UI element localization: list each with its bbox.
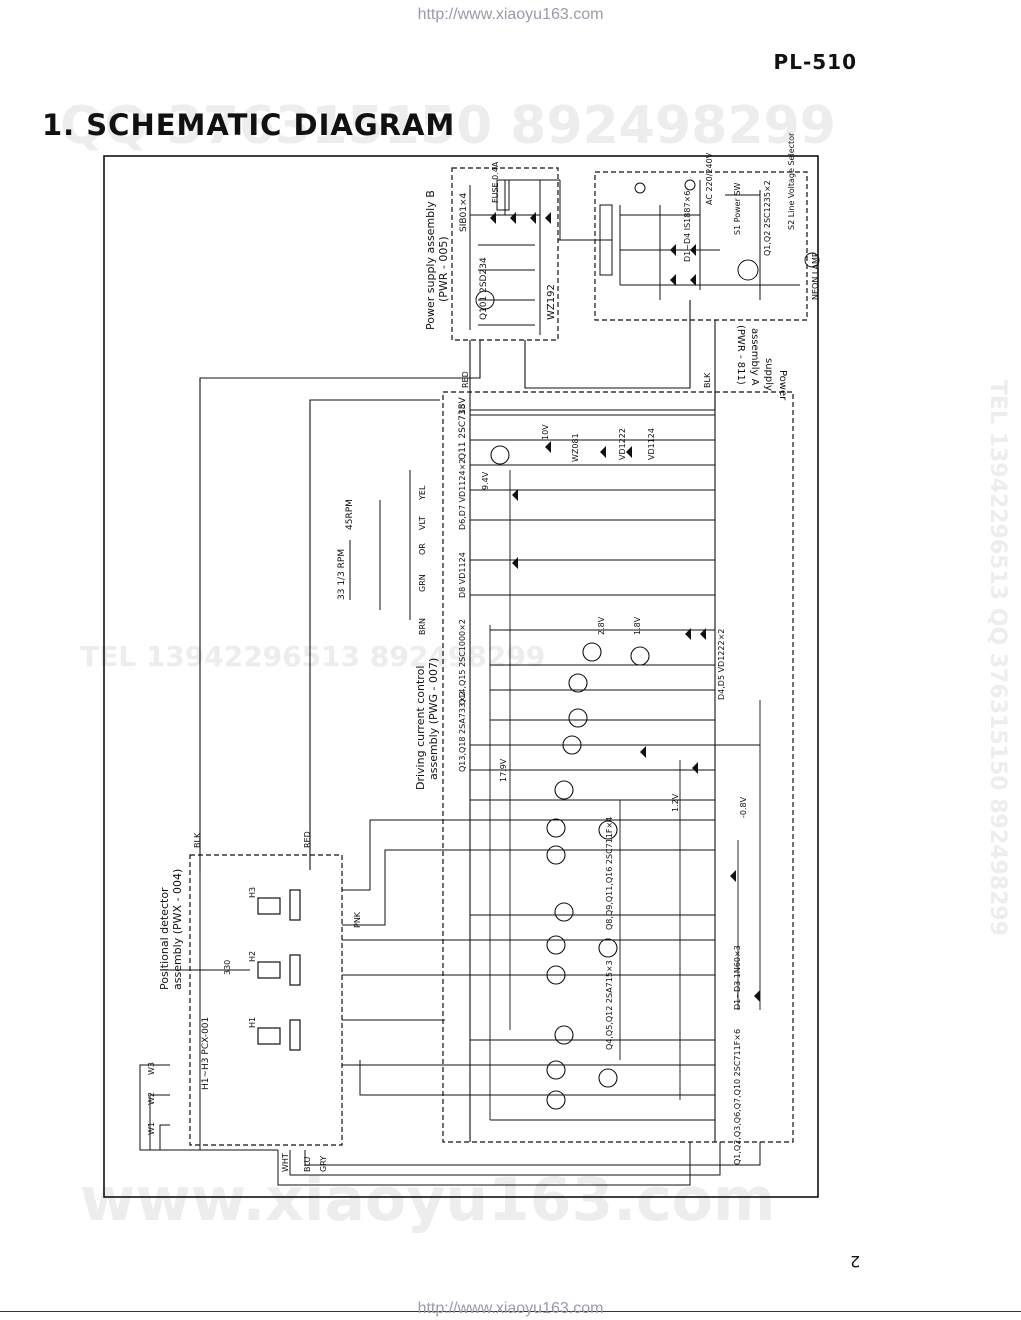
power-a-line1: Power <box>777 370 788 401</box>
label-blk-driving: BLK <box>703 372 712 388</box>
label-sa715: Q4,Q5,Q12 2SA715×3 <box>605 960 614 1050</box>
power-b-title: Power supply assembly B <box>424 190 437 330</box>
label-voltage-selector: S2 Line Voltage Selector <box>787 132 796 230</box>
label-r330: 330 <box>223 960 232 975</box>
supply-rails <box>199 300 716 1142</box>
label-brn: BRN <box>418 618 427 635</box>
label-red-detector: RED <box>303 831 312 848</box>
label-wht: WHT <box>281 1153 290 1172</box>
label-blk-detector: BLK <box>193 832 202 848</box>
label-neon-lamp: NEON LAMP <box>811 252 820 300</box>
page-number: 2 <box>850 1252 861 1271</box>
label-18v: 18V <box>458 397 468 415</box>
label-grn: GRN <box>418 574 427 592</box>
label-1v2: 1.2V <box>671 793 680 812</box>
label-fuse-b: FUSE 0.4A <box>491 161 500 203</box>
label-sc1000: Q14,Q15 2SC1000×2 <box>458 619 467 705</box>
label-wz192: WZ192 <box>546 284 557 320</box>
label-sc711f6: Q1,Q2,Q3,Q6,Q7,Q10 2SC711F×6 <box>733 1029 742 1165</box>
driving-diodes <box>512 441 760 1002</box>
power-a-line3: assembly A <box>749 328 760 386</box>
label-or: OR <box>418 543 427 555</box>
label-2v8: 2.8V <box>597 616 606 635</box>
label-h1: H1 <box>248 1017 257 1028</box>
power-b-diodes <box>490 212 551 224</box>
label-vd1124: VD1124 <box>647 428 656 460</box>
label-pcx: H1~H3 PCX-001 <box>201 1017 211 1090</box>
label-red-driving: RED <box>461 371 470 388</box>
label-q11: Q11 2SC735 <box>458 404 468 460</box>
label-vd1124-d8: D8 VD1124 <box>458 552 467 598</box>
label-1v8: 1.8V <box>633 616 642 635</box>
driving-branches <box>445 414 761 1121</box>
label-h2: H2 <box>248 951 257 962</box>
driving-title: Driving current control <box>414 666 427 790</box>
power-a-line2: supply <box>763 358 774 391</box>
source-url-bottom[interactable]: http://www.xiaoyu163.com <box>417 1300 604 1317</box>
label-w3: W3 <box>147 1062 156 1075</box>
label-vlt: VLT <box>418 516 427 530</box>
label-blu: BLU <box>303 1156 312 1172</box>
label-9v4: 9.4V <box>481 471 490 490</box>
label-w2: W2 <box>147 1092 156 1105</box>
label-45rpm: 45RPM <box>345 499 355 530</box>
watermark-tel: TEL 13942296513 892498299 <box>80 640 546 673</box>
label-17v9: 17.9V <box>499 758 508 782</box>
page-title: 1. SCHEMATIC DIAGRAM <box>42 108 456 142</box>
power-a-box <box>594 171 808 321</box>
label-yel: YEL <box>418 485 427 501</box>
label-is1887: D1~D4 IS1887×6 <box>683 191 692 262</box>
label-sa733: Q13,Q18 2SA733×2 <box>458 691 467 772</box>
model-number: PL-510 <box>773 50 857 74</box>
label-in60: D1~D3 1N60×3 <box>733 945 742 1010</box>
label-sc1235: Q1,Q2 2SC1235×2 <box>763 180 772 256</box>
watermark-site: www.xiaoyu163.com <box>80 1165 776 1235</box>
label-w1: W1 <box>147 1122 156 1135</box>
label-vd1124x2: D6,D7 VD1124×2 <box>458 459 467 530</box>
label-vd1222: VD1222 <box>618 428 627 460</box>
label-h3: H3 <box>248 887 257 898</box>
label-q101: Q101 2SD234 <box>479 257 489 320</box>
label-pnk: PNK <box>353 911 362 928</box>
positional-title: Positional detector <box>158 887 171 990</box>
label-33rpm: 33 1/3 RPM <box>337 549 347 600</box>
positional-code: assembly (PWX - 004) <box>171 869 184 990</box>
label-wz081: WZ081 <box>571 433 580 462</box>
label-ac-in: AC 220/240V <box>705 152 714 205</box>
label-gry: GRY <box>319 1156 328 1172</box>
diagram-frame <box>103 155 819 1198</box>
power-b-code: (PWR - 005) <box>437 236 450 302</box>
power-b-box <box>451 167 559 341</box>
watermark-qq: QQ 376315150 892498299 <box>60 96 836 156</box>
power-a-wiring <box>599 179 820 300</box>
positional-box <box>189 854 343 1146</box>
power-b-wiring <box>469 179 600 335</box>
label-sib01: SIB01×4 <box>459 192 469 232</box>
hall-elements <box>257 889 301 1051</box>
power-a-code: (PWR - 811) <box>735 325 746 385</box>
label-vd1222x2: D4,D5 VD1222×2 <box>717 629 726 700</box>
driving-code: assembly (PWG - 007) <box>427 658 440 780</box>
bottom-rule <box>0 1311 1021 1312</box>
transistors <box>490 445 650 1110</box>
label-neg-0v8: -0.8V <box>739 796 748 818</box>
source-url-top[interactable]: http://www.xiaoyu163.com <box>417 6 604 23</box>
connector-wiring <box>139 470 761 1186</box>
label-sc711f4: Q8,Q9,Q11,Q16 2SC711F×4 <box>605 817 614 930</box>
driving-box <box>442 391 794 1143</box>
power-a-diodes <box>670 244 696 286</box>
label-power-sw: S1 Power SW <box>733 182 742 235</box>
label-10v: 10V <box>541 424 550 440</box>
